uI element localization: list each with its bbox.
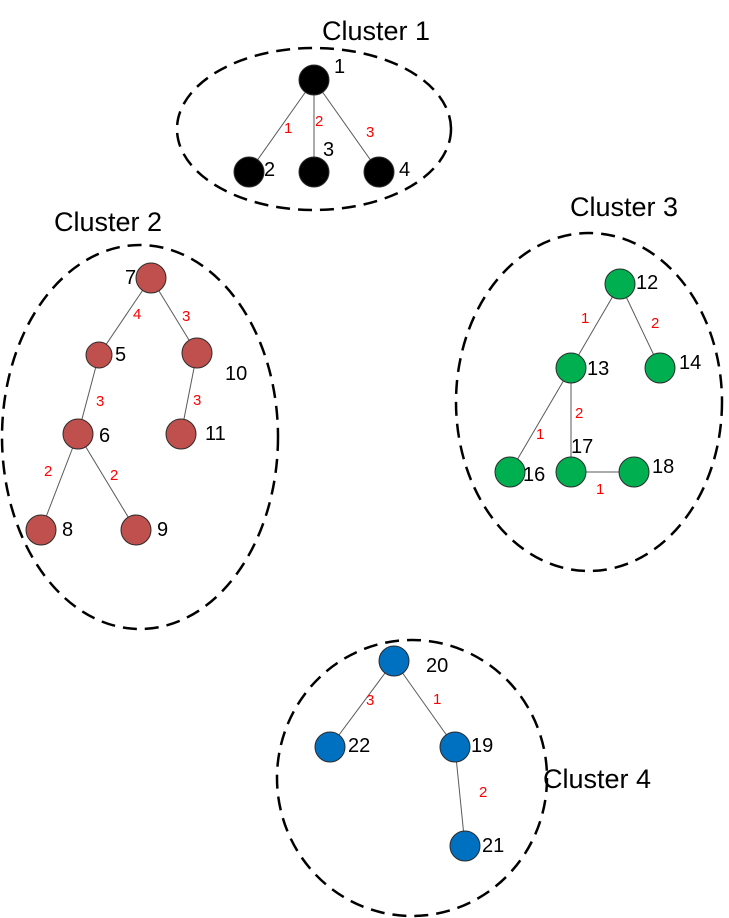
- node-label-5: 5: [115, 344, 126, 366]
- edge-weight-1-3: 2: [315, 113, 323, 130]
- edge-weight-19-21: 2: [479, 784, 487, 801]
- edge-weight-13-17: 2: [575, 405, 583, 422]
- node-label-10: 10: [225, 363, 247, 385]
- edge-20-19: [393, 660, 456, 748]
- edge-6-9: [77, 433, 137, 531]
- edge-weight-7-10: 3: [182, 308, 190, 325]
- edge-weight-12-14: 2: [651, 315, 659, 332]
- edge-weight-1-2: 1: [284, 120, 292, 137]
- edge-weight-6-8: 2: [44, 463, 52, 480]
- node-10: [181, 337, 213, 369]
- node-18: [618, 456, 650, 488]
- node-label-13: 13: [587, 358, 609, 380]
- node-4: [363, 156, 395, 188]
- node-21: [449, 830, 481, 862]
- edge-weight-6-9: 2: [110, 467, 118, 484]
- node-label-21: 21: [482, 835, 504, 857]
- node-14: [644, 352, 676, 384]
- edge-weight-17-18: 1: [596, 481, 604, 498]
- edge-weight-7-5: 4: [133, 306, 141, 323]
- node-1: [298, 64, 330, 96]
- node-label-3: 3: [323, 139, 334, 161]
- edge-weight-20-22: 3: [366, 692, 374, 709]
- node-2: [233, 156, 265, 188]
- cluster-4-title: Cluster 4: [543, 764, 651, 794]
- edge-1-4: [313, 79, 380, 173]
- edge-1-2: [248, 79, 315, 173]
- node-8: [25, 514, 57, 546]
- edge-12-13: [570, 283, 621, 369]
- edge-6-8: [40, 433, 79, 531]
- edge-weight-1-4: 3: [366, 124, 374, 141]
- edge-weight-5-6: 3: [96, 393, 104, 410]
- node-13: [555, 352, 587, 384]
- node-label-2: 2: [264, 159, 275, 181]
- cluster-3-boundary: [454, 231, 724, 573]
- cluster-2: 4 3 3 3 2 2 7 5 10 6 11 8 9: [25, 262, 247, 546]
- node-label-9: 9: [157, 519, 168, 541]
- node-label-19: 19: [471, 735, 493, 757]
- cluster-1: 1 2 3 1 2 3 4: [233, 56, 410, 188]
- node-label-4: 4: [399, 159, 410, 181]
- node-label-22: 22: [348, 735, 370, 757]
- edge-19-21: [454, 746, 466, 847]
- cluster-4: 3 1 2 20 22 19 21: [314, 645, 504, 862]
- node-label-12: 12: [636, 272, 658, 294]
- cluster-4-boundary: [275, 638, 549, 918]
- node-label-17: 17: [571, 436, 593, 458]
- node-11: [165, 418, 197, 450]
- node-label-11: 11: [205, 423, 226, 445]
- edge-weight-20-19: 1: [433, 691, 441, 708]
- cluster-1-title: Cluster 1: [322, 16, 430, 46]
- node-9: [120, 514, 152, 546]
- edge-13-16: [509, 367, 572, 473]
- node-5: [85, 341, 113, 369]
- cluster-1-boundary: [175, 46, 453, 212]
- cluster-3: 1 2 1 2 1 12 13 14 16 17 18: [494, 268, 701, 498]
- node-3: [298, 156, 330, 188]
- edge-12-14: [619, 283, 661, 369]
- node-7: [135, 262, 167, 294]
- edge-weight-12-13: 1: [581, 310, 589, 327]
- node-label-1: 1: [334, 56, 345, 78]
- edge-weight-13-16: 1: [536, 426, 544, 443]
- cluster-2-title: Cluster 2: [54, 207, 162, 237]
- node-label-20: 20: [426, 655, 448, 677]
- node-label-7: 7: [125, 267, 136, 289]
- node-12: [604, 268, 636, 300]
- cluster-2-boundary: [0, 243, 280, 631]
- node-22: [314, 731, 346, 763]
- node-label-14: 14: [679, 352, 701, 374]
- edge-weight-10-11: 3: [193, 392, 201, 409]
- edge-20-22: [329, 660, 395, 748]
- cluster-3-title: Cluster 3: [570, 192, 678, 222]
- node-label-6: 6: [99, 425, 110, 447]
- node-6: [62, 418, 94, 450]
- node-19: [439, 731, 471, 763]
- node-20: [378, 645, 410, 677]
- node-17: [555, 456, 587, 488]
- node-label-8: 8: [62, 519, 73, 541]
- node-16: [494, 456, 526, 488]
- node-label-16: 16: [523, 464, 545, 486]
- node-label-18: 18: [652, 456, 674, 478]
